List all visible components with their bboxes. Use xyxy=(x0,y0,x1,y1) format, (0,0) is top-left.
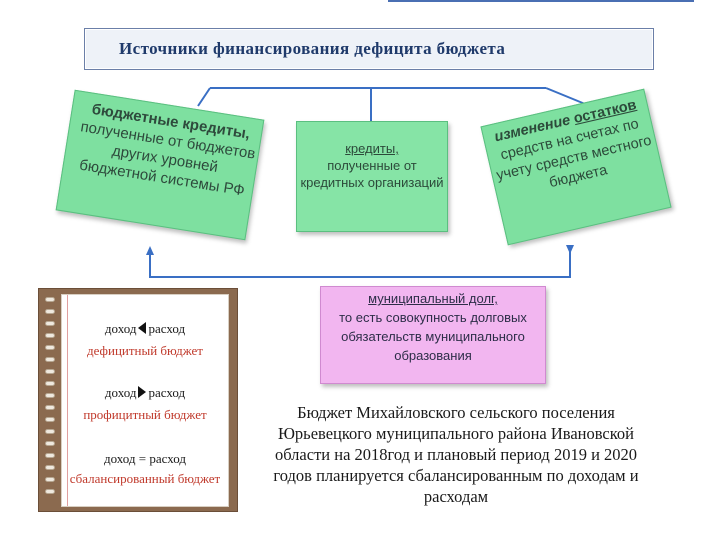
top-rule xyxy=(388,0,694,2)
source-head: кредиты, xyxy=(345,141,399,156)
connector-left xyxy=(197,87,211,107)
balanced-formula: доход = расход xyxy=(104,451,186,466)
page-title: Источники финансирования дефицита бюджет… xyxy=(119,39,506,58)
source-card-bank-credits: кредиты, полученные от кредитных организ… xyxy=(296,121,448,232)
greater-than-icon xyxy=(138,386,147,398)
municipal-debt-body: то есть совокупность долговых обязательс… xyxy=(339,310,527,363)
conclusion-text: Бюджет Михайловского сельского поселения… xyxy=(273,403,639,506)
balanced-label: сбалансированный бюджет xyxy=(69,471,221,486)
municipal-debt-card: муниципальный долг, то есть совокупность… xyxy=(320,286,546,384)
source-body: полученные от кредитных организаций xyxy=(300,158,444,190)
municipal-debt-head: муниципальный долг, xyxy=(368,291,498,306)
feedback-arrow xyxy=(146,245,574,278)
title-box: Источники финансирования дефицита бюджет… xyxy=(84,28,654,70)
less-than-icon xyxy=(138,322,147,334)
deficit-label: дефицитный бюджет xyxy=(87,343,203,358)
surplus-label: профицитный бюджет xyxy=(83,407,207,422)
notebook-rings xyxy=(45,297,55,503)
